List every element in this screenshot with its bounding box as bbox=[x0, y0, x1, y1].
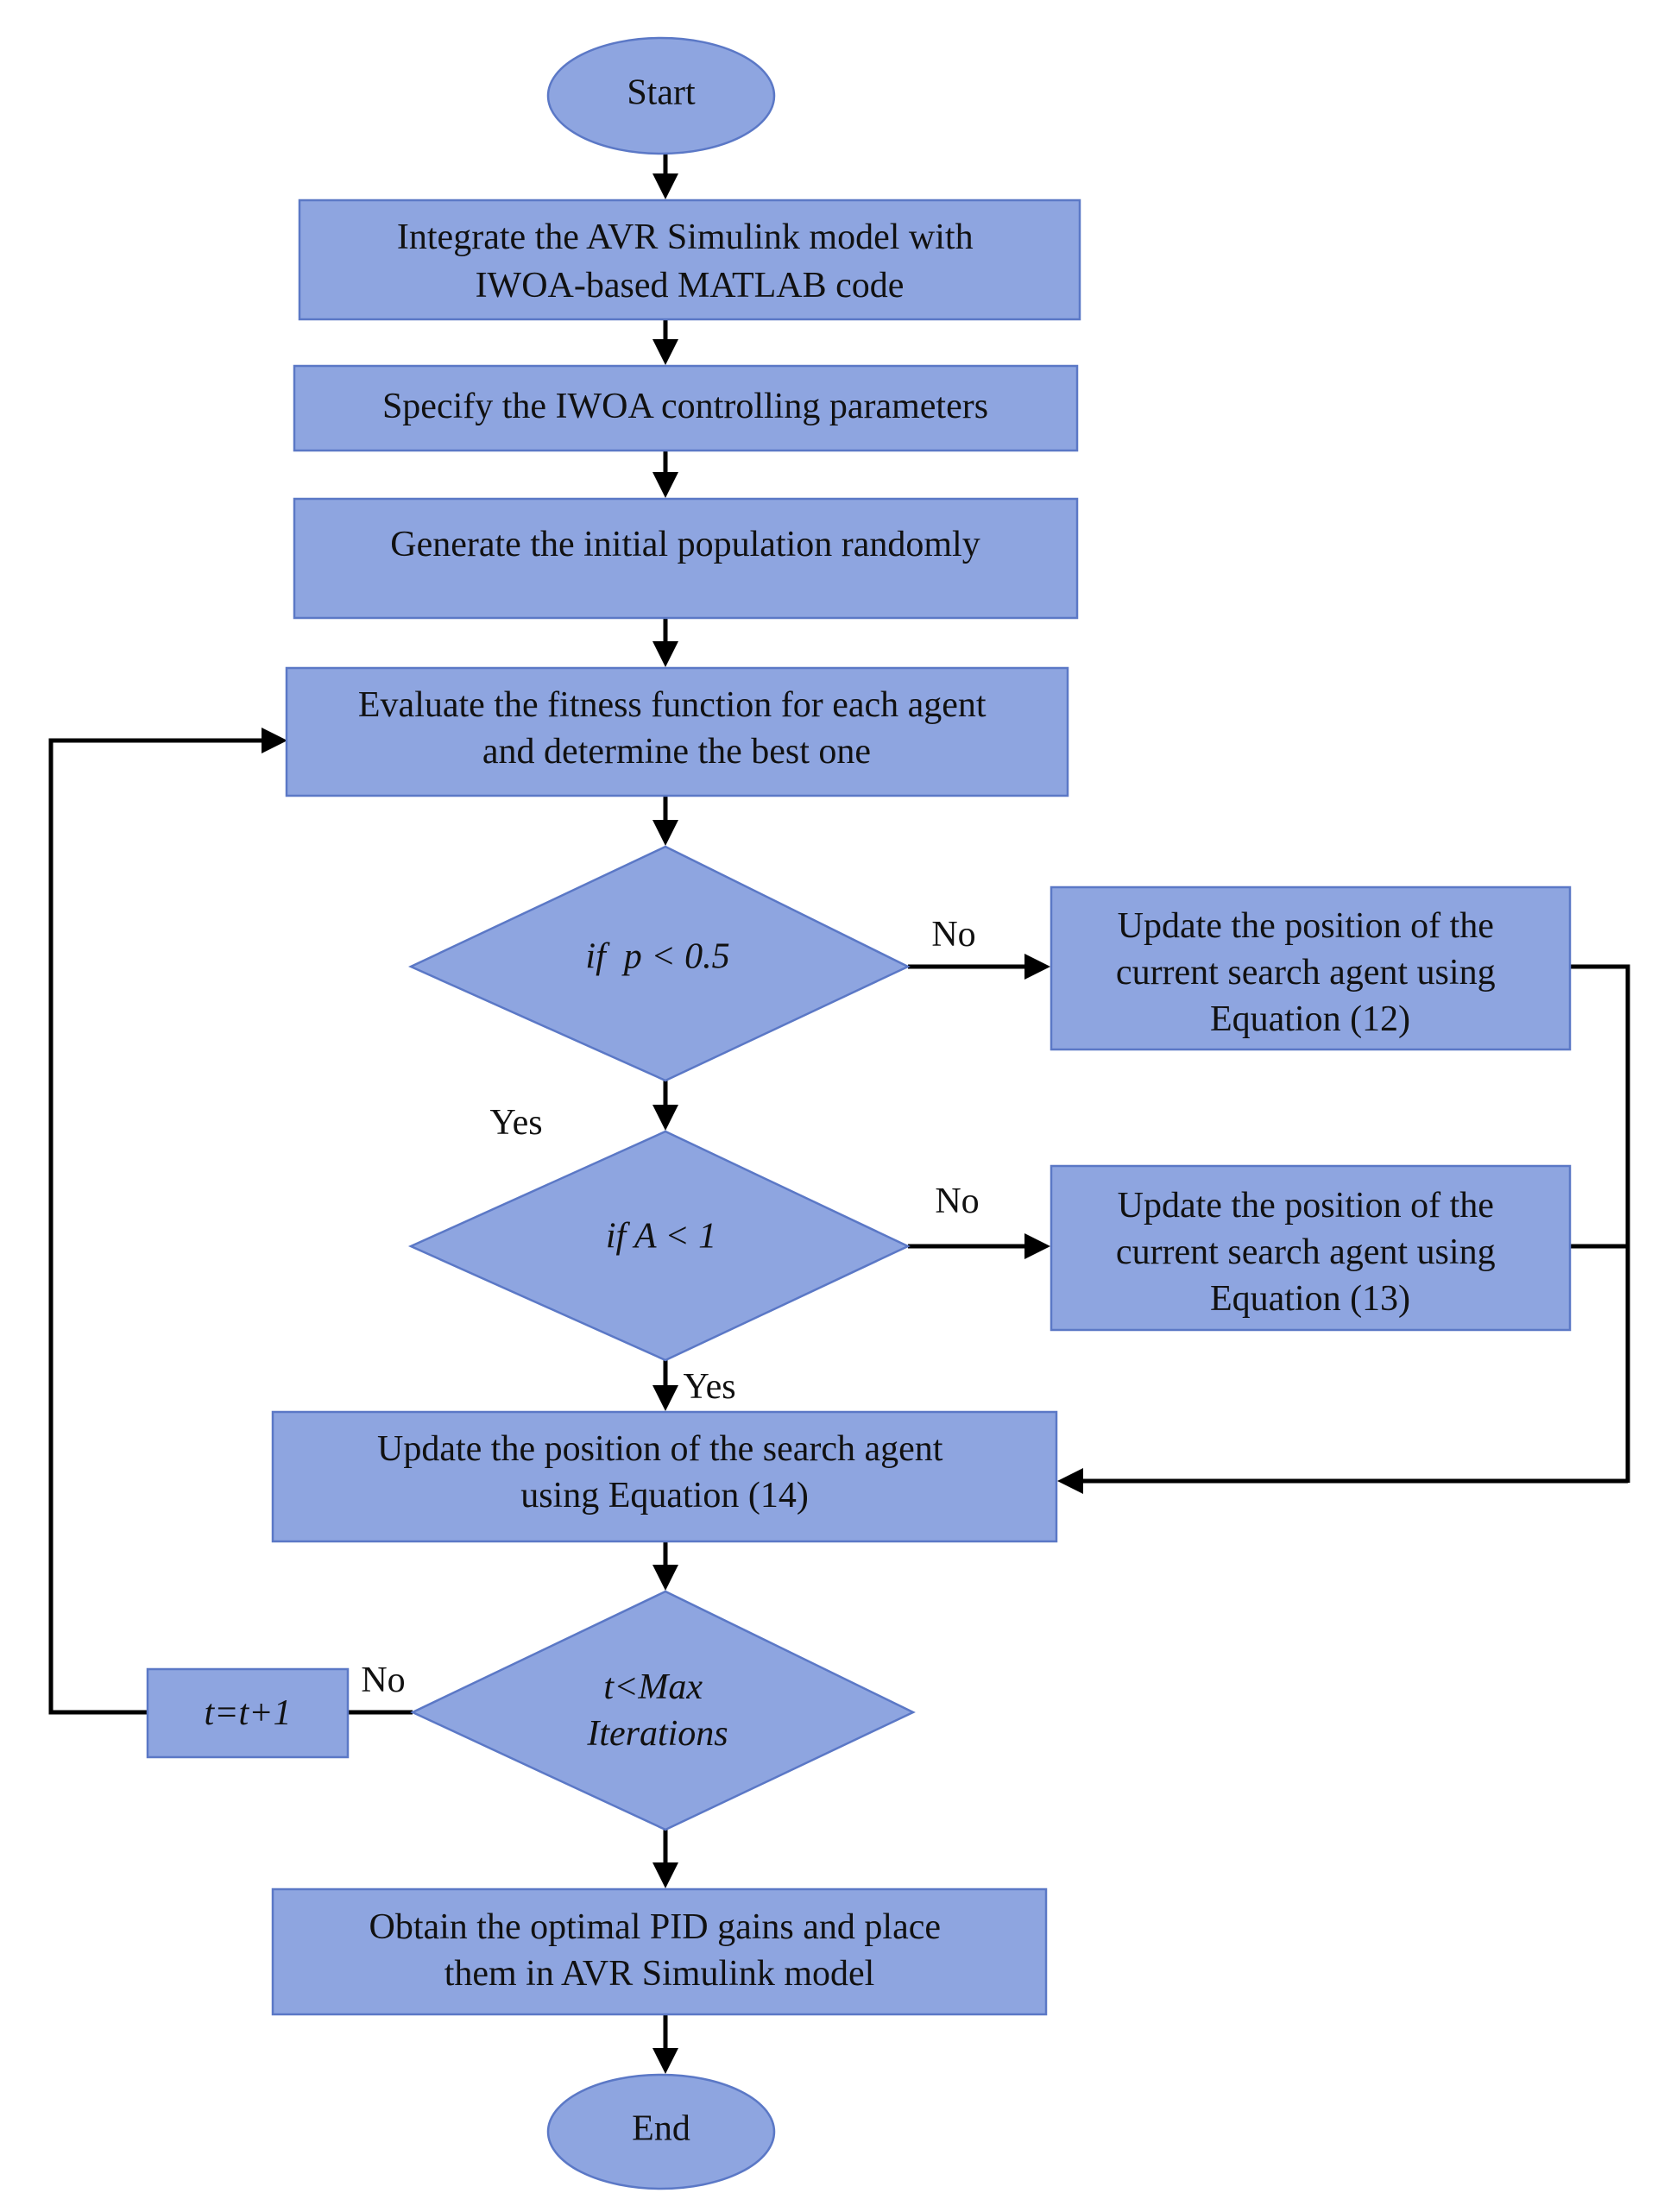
connectors bbox=[48, 154, 1630, 2074]
label-t-no: No bbox=[361, 1661, 405, 1700]
obtain-label-line-2: them in AVR Simulink model bbox=[444, 1954, 875, 1994]
start-label: Start bbox=[627, 73, 696, 113]
edge-labels: No Yes No Yes No bbox=[361, 915, 979, 1700]
evaluate-process-box bbox=[285, 666, 1069, 797]
update12-process-box bbox=[1050, 885, 1572, 1051]
increment-node: t=t+1 bbox=[146, 1667, 350, 1759]
obtain-label: Obtain the optimal PID gains and place t… bbox=[369, 1907, 949, 1994]
generate-process-box bbox=[293, 497, 1079, 620]
decision-a-node: if A < 1 bbox=[407, 1130, 911, 1362]
decision-t-label-line-2: Iterations bbox=[586, 1714, 728, 1754]
generate-label: Generate the initial population randomly bbox=[390, 525, 980, 564]
evaluate-label: Evaluate the fitness function for each a… bbox=[358, 685, 995, 772]
label-p-yes: Yes bbox=[489, 1103, 542, 1143]
obtain-process-box bbox=[271, 1887, 1048, 2016]
integrate-label-line-1: Integrate the AVR Simulink model with bbox=[397, 217, 974, 257]
increment-process-box bbox=[146, 1667, 350, 1759]
decision-p-node: if p < 0.5 bbox=[408, 845, 911, 1082]
decision-t-diamond bbox=[410, 1590, 916, 1831]
specify-process-box bbox=[293, 364, 1079, 452]
evaluate-label-line-1: Evaluate the fitness function for each a… bbox=[358, 685, 987, 725]
update14-node: Update the position of the search agent … bbox=[271, 1410, 1058, 1543]
evaluate-node: Evaluate the fitness function for each a… bbox=[285, 666, 1069, 797]
decision-t-label-line-1: t<Max bbox=[603, 1667, 703, 1707]
update13-label-line-1: Update the position of the bbox=[1118, 1186, 1494, 1226]
label-a-yes: Yes bbox=[683, 1367, 735, 1407]
update14-label: Update the position of the search agent … bbox=[377, 1429, 952, 1516]
integrate-node: Integrate the AVR Simulink model with IW… bbox=[298, 199, 1081, 321]
update14-label-line-1: Update the position of the search agent bbox=[377, 1429, 943, 1469]
update12-label-line-1: Update the position of the bbox=[1118, 906, 1494, 946]
end-node: End bbox=[546, 2073, 776, 2190]
integrate-label-line-2: IWOA-based MATLAB code bbox=[476, 266, 905, 306]
label-a-no: No bbox=[935, 1182, 979, 1221]
update14-process-box bbox=[271, 1410, 1058, 1543]
update13-process-box bbox=[1050, 1164, 1572, 1332]
update12-node: Update the position of the current searc… bbox=[1050, 885, 1572, 1051]
decision-t-node: t<Max Iterations bbox=[410, 1590, 916, 1831]
update13-label-line-3: Equation (13) bbox=[1210, 1279, 1410, 1319]
line-update12-to-return bbox=[1570, 964, 1630, 1483]
update12-label: Update the position of the current searc… bbox=[1116, 906, 1504, 1039]
update13-node: Update the position of the current searc… bbox=[1050, 1164, 1572, 1332]
decision-a-diamond bbox=[407, 1130, 911, 1362]
increment-label: t=t+1 bbox=[204, 1693, 291, 1733]
update14-label-line-2: using Equation (14) bbox=[520, 1476, 809, 1516]
integrate-process-box bbox=[298, 199, 1081, 321]
end-label: End bbox=[632, 2109, 690, 2149]
decision-a-label: if A < 1 bbox=[606, 1217, 716, 1257]
generate-node: Generate the initial population randomly bbox=[293, 497, 1079, 620]
evaluate-label-line-2: and determine the best one bbox=[482, 732, 871, 772]
obtain-node: Obtain the optimal PID gains and place t… bbox=[271, 1887, 1048, 2016]
obtain-label-line-1: Obtain the optimal PID gains and place bbox=[369, 1907, 941, 1947]
start-node: Start bbox=[546, 36, 776, 155]
label-p-no: No bbox=[931, 915, 975, 955]
decision-p-diamond bbox=[408, 845, 911, 1082]
arrow-loop-back-to-evaluate bbox=[48, 728, 287, 1715]
specify-label: Specify the IWOA controlling parameters bbox=[382, 387, 988, 426]
update13-label-line-2: current search agent using bbox=[1116, 1232, 1496, 1272]
end-terminal bbox=[546, 2073, 776, 2190]
start-terminal bbox=[546, 36, 776, 155]
specify-node: Specify the IWOA controlling parameters bbox=[293, 364, 1079, 452]
update12-label-line-2: current search agent using bbox=[1116, 953, 1496, 993]
decision-t-label: t<Max Iterations bbox=[586, 1667, 728, 1754]
decision-p-label: if p < 0.5 bbox=[585, 937, 729, 977]
update12-label-line-3: Equation (12) bbox=[1210, 999, 1410, 1039]
integrate-label: Integrate the AVR Simulink model with IW… bbox=[397, 217, 982, 306]
update13-label: Update the position of the current searc… bbox=[1116, 1186, 1504, 1319]
